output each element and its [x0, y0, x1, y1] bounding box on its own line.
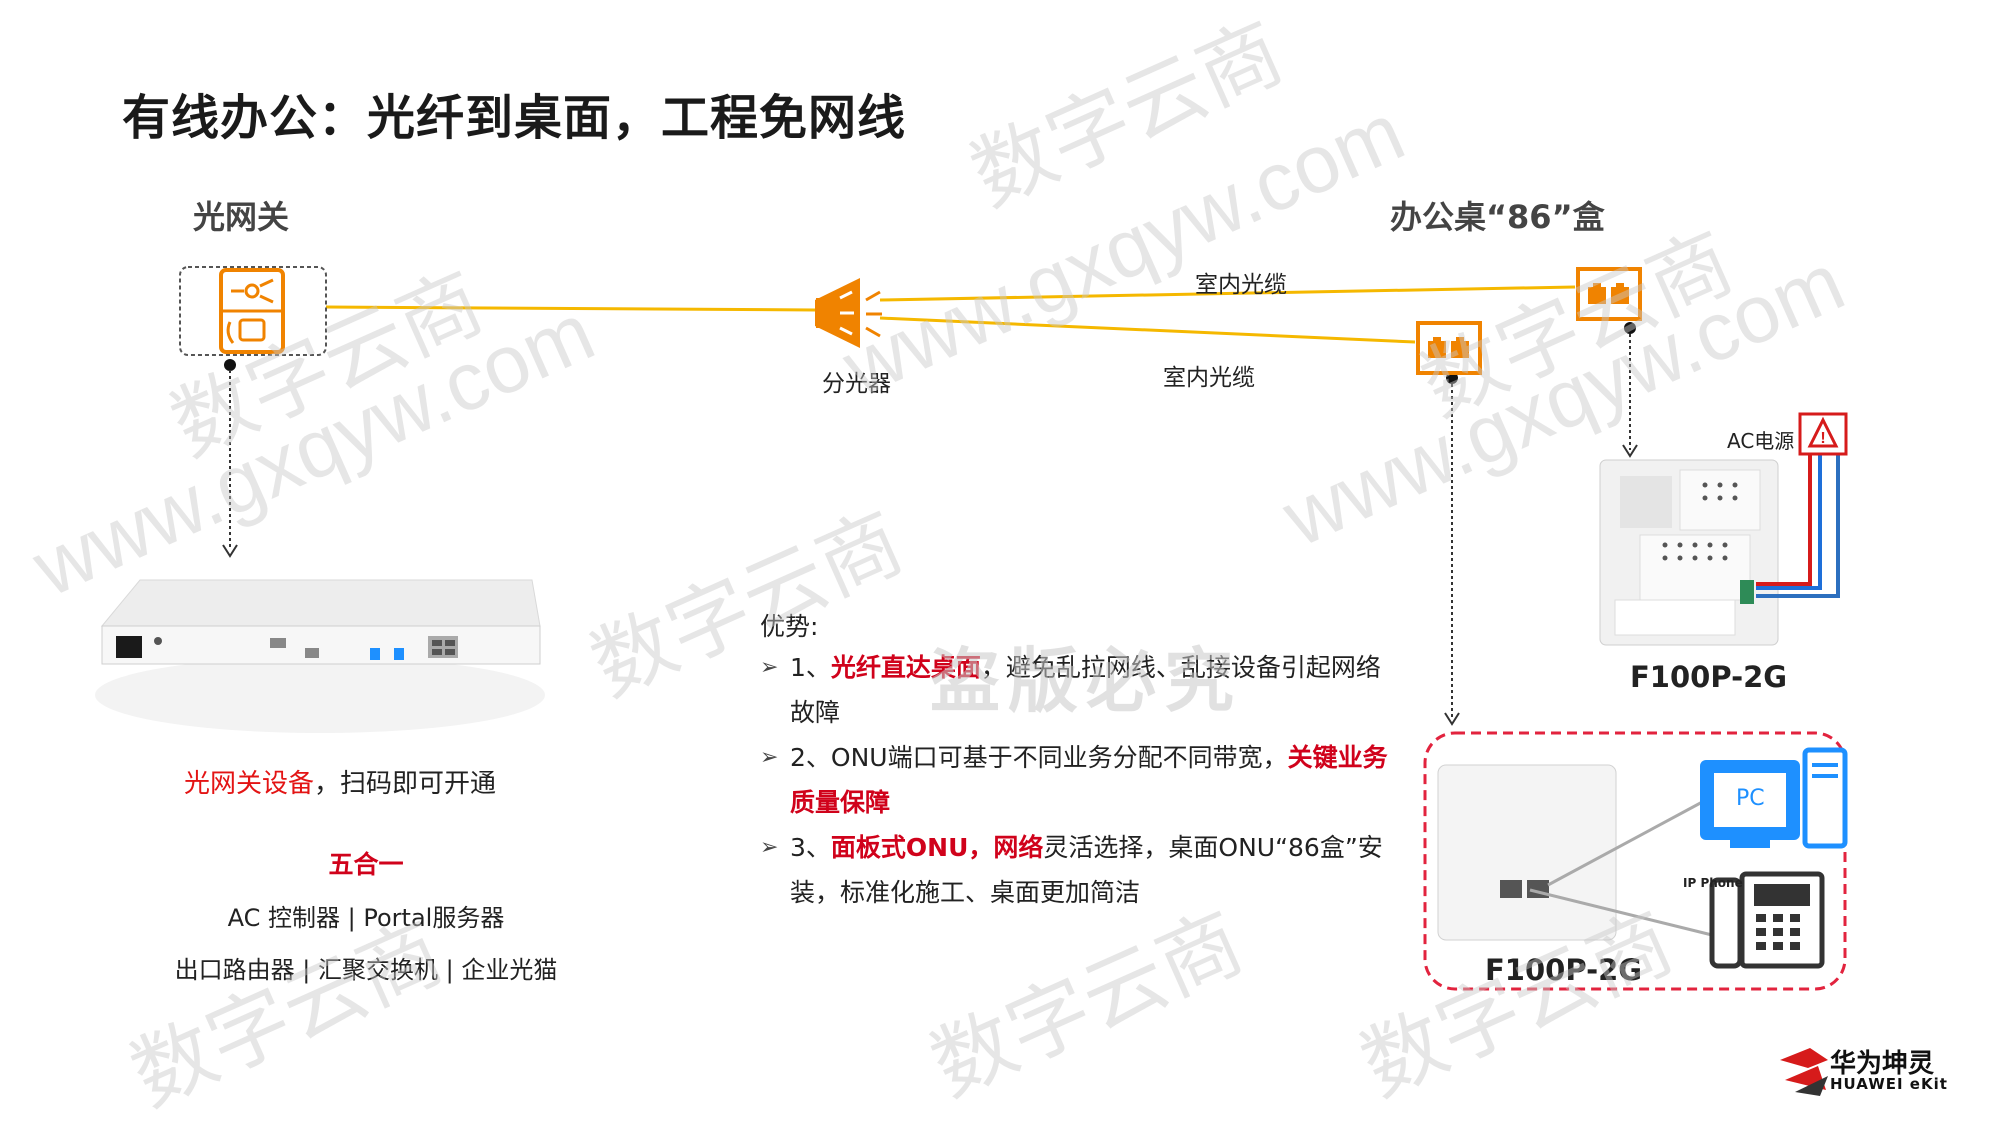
advantage-3-bold: 面板式ONU，网络 — [830, 833, 1044, 862]
model-label-bottom: F100P-2G — [1485, 953, 1643, 987]
chevron-right-icon: ➢ — [760, 745, 779, 770]
advantages-heading: 优势: — [760, 612, 819, 641]
advantage-2-prefix: 2、ONU端口可基于不同业务分配不同带宽， — [790, 743, 1288, 772]
advantage-item-2: ➢ 2、ONU端口可基于不同业务分配不同带宽，关键业务质量保障 — [760, 735, 1390, 825]
gateway-device — [95, 579, 545, 733]
fiber-splitter-box-top — [879, 285, 1576, 302]
fiber-gateway-splitter — [325, 305, 816, 312]
gateway-caption: 光网关设备，扫码即可开通 — [130, 763, 550, 800]
ip-phone-label: IP Phone — [1683, 876, 1743, 890]
svg-text:!: ! — [1820, 430, 1825, 447]
ip-phone-icon — [1709, 871, 1825, 969]
five-in-one-line1: AC 控制器 | Portal服务器 — [227, 904, 505, 932]
cable-label-bottom: 室内光缆 — [1163, 365, 1255, 391]
logo-en: HUAWEI eKit — [1830, 1075, 1948, 1093]
chevron-right-icon: ➢ — [760, 835, 779, 860]
advantage-2-bold: 关键业务质量保障 — [790, 743, 1388, 817]
socket-icon-top — [1576, 267, 1642, 321]
page-title: 有线办公：光纤到桌面，工程免网线 — [122, 90, 907, 146]
advantage-1-prefix: 1、 — [790, 653, 831, 682]
five-in-one-heading: 五合一 — [328, 850, 404, 879]
huawei-ekit-logo — [1780, 1048, 1828, 1096]
pc-label: PC — [1736, 786, 1765, 811]
advantage-1-bold: 光纤直达桌面 — [830, 653, 981, 682]
f100p-front-device — [1437, 764, 1617, 941]
gateway-caption-highlight: 光网关设备 — [183, 769, 314, 799]
gateway-label: 光网关 — [193, 198, 290, 236]
splitter-icon — [815, 278, 882, 348]
f100p-back-device — [1599, 459, 1779, 646]
desk-setup-frame — [1423, 731, 1847, 991]
warning-icon: ! — [1798, 412, 1848, 456]
cable-label-top: 室内光缆 — [1195, 272, 1287, 298]
splitter-label: 分光器 — [822, 371, 891, 397]
advantage-3-rest: 灵活选择，桌面ONU“86盒”安装，标准化施工、桌面更加简洁 — [790, 833, 1383, 907]
advantage-item-1: ➢ 1、光纤直达桌面，避免乱拉网线、乱接设备引起网络故障 — [760, 645, 1390, 735]
fiber-splitter-box-bottom — [879, 316, 1416, 344]
desk-box-label: 办公桌“86”盒 — [1390, 198, 1605, 236]
chevron-right-icon: ➢ — [760, 655, 779, 680]
gateway-icon — [179, 266, 327, 356]
advantage-3-prefix: 3、 — [790, 833, 831, 862]
ac-power-label: AC电源 — [1727, 429, 1795, 453]
pc-icon — [1700, 747, 1848, 849]
model-label-top: F100P-2G — [1630, 660, 1788, 694]
logo-cn: 华为坤灵 — [1830, 1049, 1935, 1079]
advantage-item-3: ➢ 3、面板式ONU，网络灵活选择，桌面ONU“86盒”安装，标准化施工、桌面更… — [760, 825, 1390, 915]
socket-icon-bottom — [1416, 321, 1482, 375]
advantage-1-rest: ，避免乱拉网线、乱接设备引起网络故障 — [790, 653, 1381, 727]
gateway-caption-rest: ，扫码即可开通 — [314, 769, 497, 799]
five-in-one-line2: 出口路由器 | 汇聚交换机 | 企业光猫 — [174, 956, 558, 984]
